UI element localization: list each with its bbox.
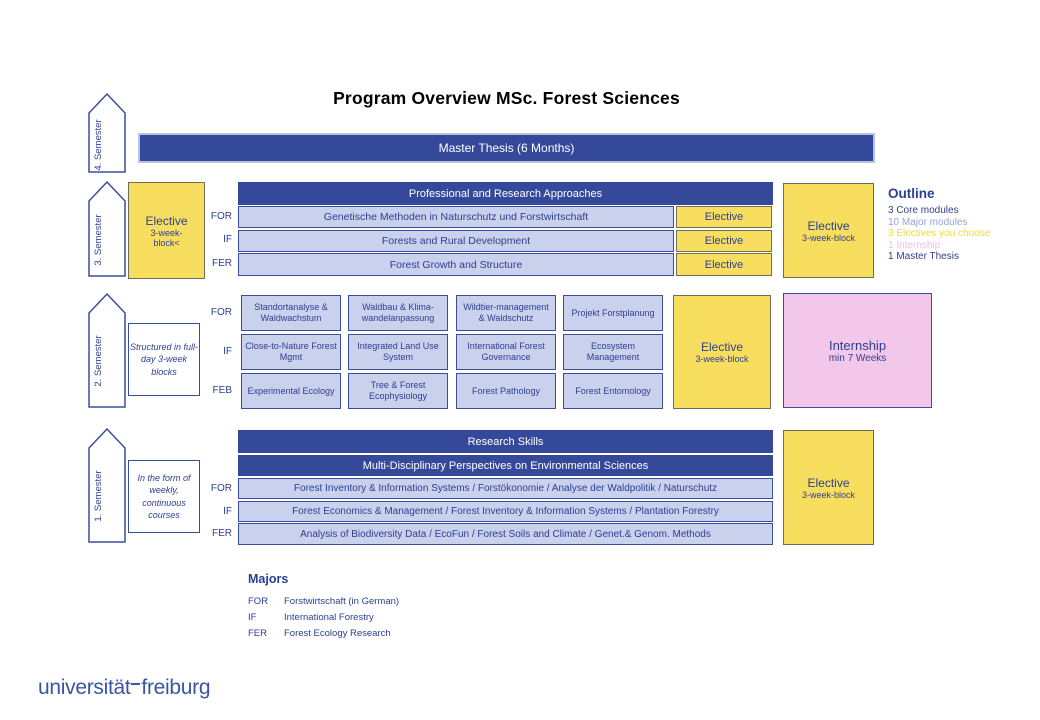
semester-2-label: 2. Semester bbox=[93, 335, 104, 387]
elective-subtitle: 3-week-block bbox=[801, 489, 856, 500]
elective-title: Elective bbox=[700, 340, 744, 354]
sem3-course-for: Genetische Methoden in Naturschutz und F… bbox=[238, 206, 674, 228]
sem1-note-box: In the form of weekly, continuous course… bbox=[128, 460, 200, 533]
sem1-header-multidisciplinary: Multi-Disciplinary Perspectives on Envir… bbox=[238, 455, 773, 476]
sem1-row-label-if: IF bbox=[223, 506, 232, 517]
semester-3-label: 3. Semester bbox=[93, 214, 104, 266]
internship-title: Internship bbox=[828, 337, 887, 353]
sem3-elective-left-box: Elective 3-week-block< bbox=[128, 182, 205, 279]
major-abbr-for: FOR bbox=[248, 596, 269, 607]
semester-2-arrow bbox=[88, 293, 126, 408]
sem3-row-label-fer: FER bbox=[212, 258, 232, 269]
module-cell: Ecosystem Management bbox=[563, 334, 663, 370]
sem3-row-label-if: IF bbox=[223, 234, 232, 245]
master-thesis-label: Master Thesis (6 Months) bbox=[438, 141, 575, 155]
sem2-module-column-1: Standortanalyse & Waldwachstum Close-to-… bbox=[241, 295, 341, 409]
outline-item-electives: 3 Electives you choose bbox=[888, 228, 991, 240]
semester-4-arrow bbox=[88, 93, 126, 173]
semester-4-label: 4. Semester bbox=[93, 119, 104, 171]
module-cell: Waldbau & Klima-wandelanpassung bbox=[348, 295, 448, 331]
arrow-shape-icon bbox=[88, 293, 126, 408]
logo-word-1: universität bbox=[38, 676, 131, 699]
sem1-course-for: Forest Inventory & Information Systems /… bbox=[238, 478, 773, 499]
arrow-shape-icon bbox=[88, 428, 126, 543]
module-cell: Forest Pathology bbox=[456, 373, 556, 409]
majors-title: Majors bbox=[248, 572, 289, 586]
major-abbr-fer: FER bbox=[248, 628, 267, 639]
elective-title: Elective bbox=[145, 213, 188, 228]
university-freiburg-logo: universität freiburg bbox=[38, 676, 211, 700]
sem3-row-label-for: FOR bbox=[210, 211, 232, 222]
internship-box: Internship min 7 Weeks bbox=[783, 293, 932, 408]
outline-list: 3 Core modules 10 Major modules 3 Electi… bbox=[888, 205, 990, 263]
page-title: Program Overview MSc. Forest Sciences bbox=[333, 88, 680, 108]
sem1-course-fer: Analysis of Biodiversity Data / EcoFun /… bbox=[238, 523, 773, 545]
sem2-module-column-2: Waldbau & Klima-wandelanpassung Integrat… bbox=[348, 295, 448, 409]
sem3-elective-cell-for: Elective bbox=[676, 206, 772, 228]
sem3-elective-cell-fer: Elective bbox=[676, 253, 772, 276]
major-name-if: International Forestry bbox=[284, 612, 374, 623]
master-thesis-bar: Master Thesis (6 Months) bbox=[138, 133, 875, 163]
outline-item-internship: 1 Internship bbox=[888, 239, 941, 251]
elective-title: Elective bbox=[807, 218, 850, 233]
sem2-row-label-for: FOR bbox=[210, 307, 232, 318]
logo-dash-icon bbox=[131, 682, 141, 685]
sem1-row-label-fer: FER bbox=[212, 528, 232, 539]
outline-title: Outline bbox=[888, 186, 935, 201]
module-cell: Forest Entomology bbox=[563, 373, 663, 409]
sem2-module-column-3: Wildtier-management & Waldschutz Interna… bbox=[456, 295, 556, 409]
module-cell: Tree & Forest Ecophysiology bbox=[348, 373, 448, 409]
sem2-note-box: Structured in full-day 3-week blocks bbox=[128, 323, 200, 396]
elective-subtitle: 3-week-block< bbox=[150, 227, 183, 248]
semester-1-arrow bbox=[88, 428, 126, 543]
sem3-course-if: Forests and Rural Development bbox=[238, 230, 674, 252]
outline-item-majors: 10 Major modules bbox=[888, 216, 968, 228]
sem2-row-label-feb: FEB bbox=[212, 385, 232, 396]
module-cell: Projekt Forstplanung bbox=[563, 295, 663, 331]
sem3-elective-right-box: Elective 3-week-block bbox=[783, 183, 874, 278]
elective-title: Elective bbox=[807, 475, 850, 490]
logo-word-2: freiburg bbox=[141, 676, 211, 699]
major-abbr-if: IF bbox=[248, 612, 257, 623]
sem3-course-fer: Forest Growth and Structure bbox=[238, 253, 674, 276]
module-cell: Close-to-Nature Forest Mgmt bbox=[241, 334, 341, 370]
arrow-shape-icon bbox=[88, 181, 126, 277]
outline-item-thesis: 1 Master Thesis bbox=[888, 251, 959, 263]
sem2-row-label-if: IF bbox=[223, 346, 232, 357]
elective-subtitle: 3-week-block bbox=[801, 232, 856, 243]
module-cell: Wildtier-management & Waldschutz bbox=[456, 295, 556, 331]
semester-1-label: 1. Semester bbox=[93, 470, 104, 522]
sem1-row-label-for: FOR bbox=[210, 483, 232, 494]
sem2-elective-box: Elective 3-week-block bbox=[673, 295, 771, 409]
sem1-elective-box: Elective 3-week-block bbox=[783, 430, 874, 545]
major-name-fer: Forest Ecology Research bbox=[284, 628, 391, 639]
sem1-course-if: Forest Economics & Management / Forest I… bbox=[238, 501, 773, 522]
sem1-header-research-skills: Research Skills bbox=[238, 430, 773, 453]
major-name-for: Forstwirtschaft (in German) bbox=[284, 596, 400, 607]
arrow-shape-icon bbox=[88, 93, 126, 173]
module-cell: Experimental Ecology bbox=[241, 373, 341, 409]
module-cell: International Forest Governance bbox=[456, 334, 556, 370]
semester-3-arrow bbox=[88, 181, 126, 277]
elective-subtitle: 3-week-block bbox=[695, 354, 749, 364]
module-cell: Integrated Land Use System bbox=[348, 334, 448, 370]
outline-item-core: 3 Core modules bbox=[888, 205, 959, 216]
internship-subtitle: min 7 Weeks bbox=[828, 352, 887, 364]
sem3-elective-cell-if: Elective bbox=[676, 230, 772, 252]
sem3-table-header: Professional and Research Approaches bbox=[238, 182, 773, 205]
module-cell: Standortanalyse & Waldwachstum bbox=[241, 295, 341, 331]
sem2-module-column-4: Projekt Forstplanung Ecosystem Managemen… bbox=[563, 295, 663, 409]
